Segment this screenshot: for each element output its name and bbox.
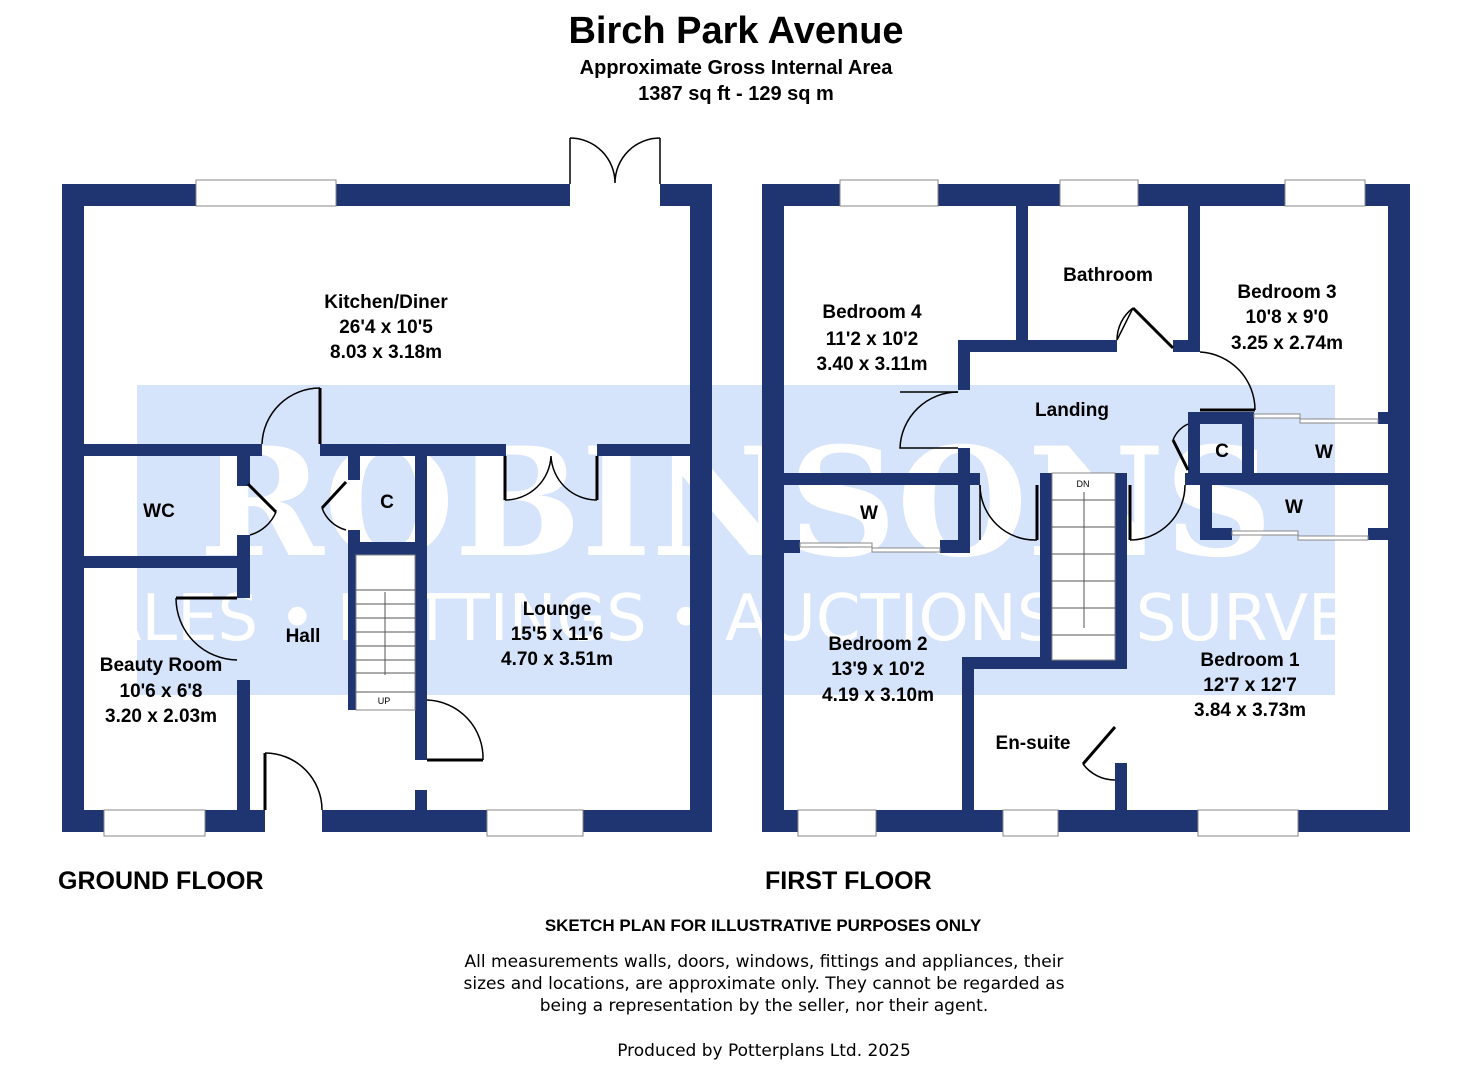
plan-area: 1387 sq ft - 129 sq m <box>638 83 834 105</box>
room-wc: WC <box>143 501 175 522</box>
svg-text:26'4 x 10'5: 26'4 x 10'5 <box>339 317 433 338</box>
svg-text:Bedroom 3: Bedroom 3 <box>1237 282 1336 303</box>
svg-text:10'6 x 6'8: 10'6 x 6'8 <box>120 681 203 702</box>
svg-text:Lounge: Lounge <box>523 599 592 620</box>
svg-text:8.03 x 3.18m: 8.03 x 3.18m <box>330 342 442 363</box>
first-floor-label: FIRST FLOOR <box>765 867 932 895</box>
first-floor-doors <box>899 306 1256 781</box>
room-wardrobe-bed2: W <box>860 503 878 524</box>
room-kitchen-diner: Kitchen/Diner 26'4 x 10'5 8.03 x 3.18m <box>324 292 448 363</box>
room-landing: Landing <box>1035 400 1109 421</box>
ground-floor-label: GROUND FLOOR <box>58 867 264 895</box>
ground-floor-stairs <box>355 554 416 711</box>
svg-text:15'5 x 11'6: 15'5 x 11'6 <box>511 624 604 645</box>
svg-text:3.25 x 2.74m: 3.25 x 2.74m <box>1231 333 1343 354</box>
stairs-up-label: UP <box>378 696 391 706</box>
room-bathroom: Bathroom <box>1063 265 1153 286</box>
disclaimer-line: sizes and locations, are approximate onl… <box>463 974 1065 994</box>
room-cupboard-first: C <box>1215 441 1229 462</box>
svg-text:3.40 x 3.11m: 3.40 x 3.11m <box>817 354 928 375</box>
room-beauty-room: Beauty Room 10'6 x 6'8 3.20 x 2.03m <box>100 655 222 727</box>
room-en-suite: En-suite <box>996 733 1071 754</box>
svg-text:Bedroom 2: Bedroom 2 <box>828 634 927 655</box>
ground-floor-doors <box>175 137 661 811</box>
room-wardrobe-bed3: W <box>1315 442 1333 463</box>
room-lounge: Lounge 15'5 x 11'6 4.70 x 3.51m <box>501 599 613 670</box>
room-wardrobe-bed1: W <box>1285 497 1303 518</box>
disclaimer-line: All measurements walls, doors, windows, … <box>464 952 1064 972</box>
plan-subtitle: Approximate Gross Internal Area <box>579 57 893 79</box>
svg-text:Kitchen/Diner: Kitchen/Diner <box>324 292 448 313</box>
svg-text:11'2 x 10'2: 11'2 x 10'2 <box>826 329 919 350</box>
first-floor-stairs <box>1051 472 1116 661</box>
svg-text:Bedroom 1: Bedroom 1 <box>1200 650 1300 671</box>
ground-floor-windows <box>103 179 584 837</box>
svg-text:4.70 x 3.51m: 4.70 x 3.51m <box>501 649 613 670</box>
watermark-tagline: SALES • LETTINGS • AUCTIONS • SURVEYS <box>56 582 1428 656</box>
room-cupboard: C <box>380 492 394 513</box>
stairs-down-label: DN <box>1077 479 1090 489</box>
svg-text:10'8 x 9'0: 10'8 x 9'0 <box>1246 307 1329 328</box>
svg-text:Beauty Room: Beauty Room <box>100 655 222 676</box>
svg-text:Bedroom 4: Bedroom 4 <box>822 302 922 323</box>
disclaimer-line: being a representation by the seller, no… <box>539 996 989 1016</box>
plan-title: Birch Park Avenue <box>568 10 904 52</box>
room-bedroom-4: Bedroom 4 11'2 x 10'2 3.40 x 3.11m <box>817 302 928 375</box>
ground-floor-walls <box>62 184 712 832</box>
room-bedroom-2: Bedroom 2 13'9 x 10'2 4.19 x 3.10m <box>822 634 934 706</box>
svg-text:3.20 x 2.03m: 3.20 x 2.03m <box>105 706 217 727</box>
svg-text:4.19 x 3.10m: 4.19 x 3.10m <box>822 685 934 706</box>
svg-text:13'9 x 10'2: 13'9 x 10'2 <box>831 659 925 680</box>
room-hall: Hall <box>286 626 321 647</box>
disclaimer-heading: SKETCH PLAN FOR ILLUSTRATIVE PURPOSES ON… <box>544 916 982 935</box>
svg-text:12'7 x 12'7: 12'7 x 12'7 <box>1203 675 1297 696</box>
svg-text:3.84 x 3.73m: 3.84 x 3.73m <box>1194 700 1306 721</box>
room-bedroom-3: Bedroom 3 10'8 x 9'0 3.25 x 2.74m <box>1231 282 1343 354</box>
room-bedroom-1: Bedroom 1 12'7 x 12'7 3.84 x 3.73m <box>1194 650 1306 721</box>
first-floor-windows <box>797 179 1379 837</box>
credit-line: Produced by Potterplans Ltd. 2025 <box>617 1041 911 1061</box>
